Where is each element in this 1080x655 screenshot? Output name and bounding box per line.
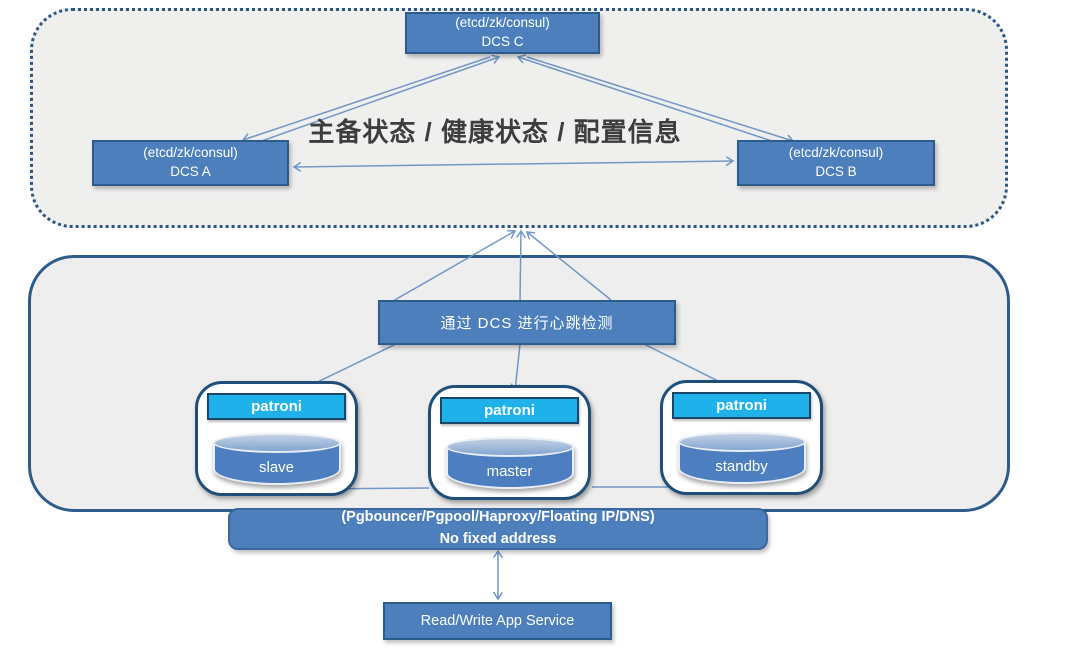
database-cylinder-slave: slave xyxy=(212,433,341,485)
access-layer-line2: No fixed address xyxy=(439,531,557,547)
patroni-node-standby: patroni standby xyxy=(660,380,823,495)
dcs-a-line2: DCS A xyxy=(170,164,211,179)
cylinder-top xyxy=(445,437,574,457)
dcs-b-box: (etcd/zk/consul) DCS B xyxy=(737,140,935,186)
patroni-node-master: patroni master xyxy=(428,385,591,500)
dcs-a-box: (etcd/zk/consul) DCS A xyxy=(92,140,289,186)
app-service-box: Read/Write App Service xyxy=(383,602,612,640)
patroni-node-slave: patroni slave xyxy=(195,381,358,496)
dcs-c-box: (etcd/zk/consul) DCS C xyxy=(405,12,600,54)
heartbeat-box: 通过 DCS 进行心跳检测 xyxy=(378,300,676,345)
patroni-label: patroni xyxy=(440,397,579,424)
patroni-label: patroni xyxy=(672,392,811,419)
access-layer-line1: (Pgbouncer/Pgpool/Haproxy/Floating IP/DN… xyxy=(341,509,655,526)
dcs-b-line1: (etcd/zk/consul) xyxy=(788,145,884,161)
dcs-a-line1: (etcd/zk/consul) xyxy=(143,145,238,161)
cylinder-top xyxy=(212,433,341,453)
cylinder-top xyxy=(677,432,806,452)
access-layer-box: (Pgbouncer/Pgpool/Haproxy/Floating IP/DN… xyxy=(228,508,768,550)
dcs-c-line2: DCS C xyxy=(481,34,524,49)
database-cylinder-master: master xyxy=(445,437,574,489)
database-cylinder-standby: standby xyxy=(677,432,806,484)
dcs-exchange-title: 主备状态 / 健康状态 / 配置信息 xyxy=(308,117,682,147)
dcs-c-line1: (etcd/zk/consul) xyxy=(455,15,550,31)
patroni-label: patroni xyxy=(207,393,346,420)
dcs-b-line2: DCS B xyxy=(815,164,857,179)
